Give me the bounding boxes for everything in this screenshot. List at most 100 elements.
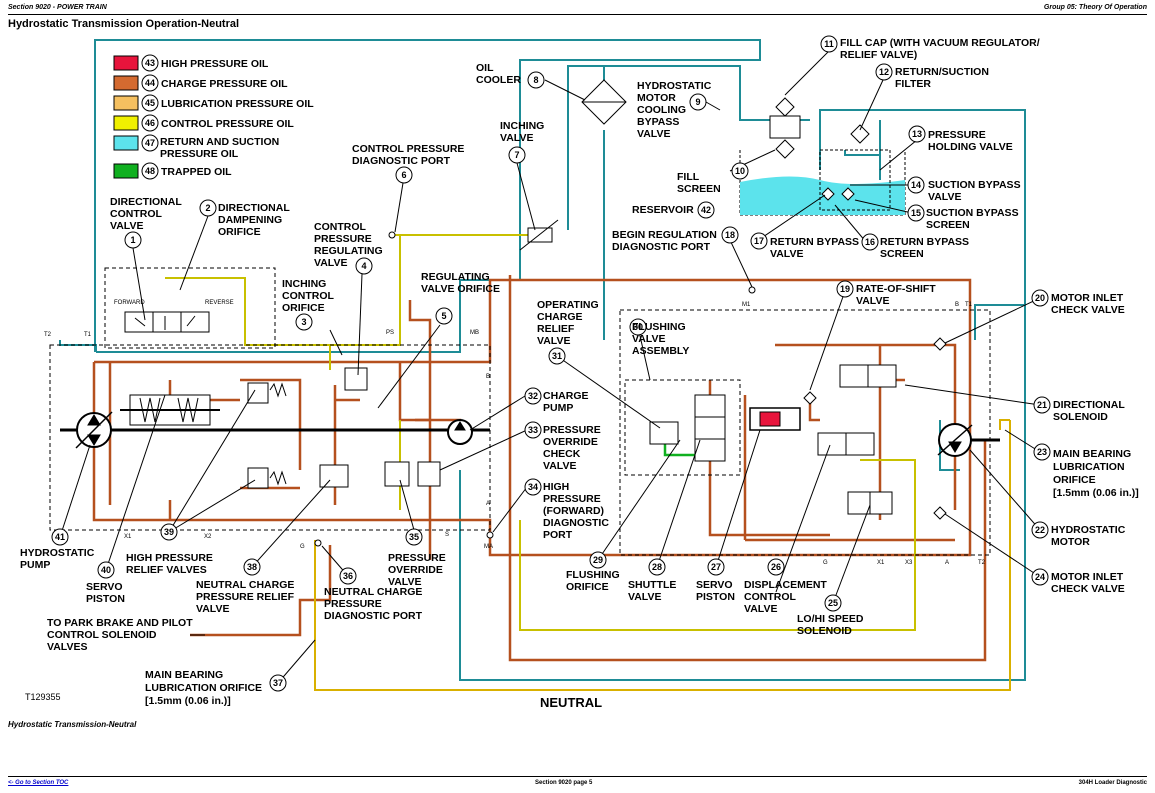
callout-number: 32	[528, 391, 538, 401]
port-motor-x1: X1	[877, 560, 885, 566]
callout-number: 2	[205, 203, 210, 213]
label-high-pressure-diagnostic-port: HIGH PRESSURE (FORWARD) DIAGNOSTIC PORT	[543, 481, 609, 541]
legend: 43 HIGH PRESSURE OIL 44 CHARGE PRESSURE …	[113, 54, 314, 180]
callout-number: 10	[735, 166, 745, 176]
callout-number: 3	[301, 317, 306, 327]
callout-circle-47	[141, 134, 159, 152]
label-inching-valve: INCHING VALVE	[500, 120, 545, 144]
label-return-suction-filter: RETURN/SUCTION FILTER	[895, 66, 989, 90]
page-number: Section 9020 page 5	[535, 780, 593, 786]
label-regulating-valve-orifice: REGULATING VALVE ORIFICE	[421, 271, 500, 295]
legend-label: LUBRICATION PRESSURE OIL	[161, 98, 314, 110]
label-rate-of-shift-valve: RATE-OF-SHIFT VALVE	[856, 283, 936, 307]
label-control-pressure-diagnostic-port: CONTROL PRESSURE DIAGNOSTIC PORT	[352, 143, 465, 167]
callout-number: 30	[633, 322, 643, 332]
label-neutral-charge-diagnostic-port: NEUTRAL CHARGE PRESSURE DIAGNOSTIC PORT	[324, 586, 423, 622]
label-control-pressure-regulating-valve: CONTROL PRESSURE REGULATING VALVE	[314, 221, 383, 269]
manual-name: 304H Loader Diagnostic	[1078, 780, 1147, 786]
callout-13: 13	[908, 125, 926, 143]
legend-swatch-charge	[113, 75, 139, 91]
legend-label: HIGH PRESSURE OIL	[161, 58, 269, 70]
callout-number: 40	[101, 565, 111, 575]
callout-23: 23	[1033, 443, 1051, 461]
inching-valve-symbol	[519, 219, 559, 251]
callout-26: 26	[767, 558, 785, 576]
legend-item-charge: 44 CHARGE PRESSURE OIL	[113, 74, 288, 92]
callout-number: 36	[343, 571, 353, 581]
callout-37: 37	[269, 674, 287, 692]
port-t1: T1	[84, 332, 92, 338]
label-servo-piston-27: SERVO PISTON	[696, 579, 735, 603]
callout-circle-45	[141, 94, 159, 112]
lo-hi-speed-solenoid-symbol	[847, 491, 893, 515]
label-neutral-charge-relief-valve: NEUTRAL CHARGE PRESSURE RELIEF VALVE	[196, 579, 295, 615]
callout-25: 25	[824, 594, 842, 612]
port-a: A	[486, 501, 490, 507]
label-servo-piston-40: SERVO PISTON	[86, 581, 125, 605]
motor-servo-piston-symbol	[749, 407, 801, 431]
callout-number: 43	[145, 58, 155, 68]
callout-number: 41	[55, 532, 65, 542]
callout-number: 5	[441, 311, 446, 321]
callout-number: 27	[711, 562, 721, 572]
port-t2: T2	[44, 332, 52, 338]
label-motor-inlet-check-valve-20: MOTOR INLET CHECK VALVE	[1051, 292, 1125, 316]
callout-number: 35	[409, 532, 419, 542]
label-motor-cooling-bypass-valve: HYDROSTATIC MOTOR COOLING BYPASS VALVE	[637, 80, 712, 140]
callout-circles: 1 2 3 4 5 6 7 8 9 10 11 12 13 14 15 16 1…	[51, 35, 1051, 692]
callout-number: 37	[273, 678, 283, 688]
dcv-housing	[104, 267, 276, 349]
callout-number: 17	[754, 236, 764, 246]
callout-number: 1	[130, 235, 135, 245]
callout-number: 12	[879, 67, 889, 77]
legend-label: TRAPPED OIL	[161, 166, 232, 178]
callout-number: 9	[695, 97, 700, 107]
label-motor-inlet-check-valve-24: MOTOR INLET CHECK VALVE	[1051, 571, 1125, 595]
callout-number: 38	[247, 562, 257, 572]
toc-link[interactable]: <- Go to Section TOC	[8, 780, 69, 786]
label-shuttle-valve: SHUTTLE VALVE	[628, 579, 677, 603]
callout-42: 42	[697, 201, 715, 219]
callout-11: 11	[820, 35, 838, 53]
callout-7: 7	[508, 146, 526, 164]
page-title: Hydrostatic Transmission Operation-Neutr…	[8, 18, 240, 30]
label-reservoir: RESERVOIR	[632, 204, 694, 216]
legend-swatch-high	[113, 55, 139, 71]
label-begin-regulation-diagnostic-port: BEGIN REGULATION DIAGNOSTIC PORT	[612, 229, 717, 253]
callout-15: 15	[907, 204, 925, 222]
section-header: Section 9020 - POWER TRAIN	[8, 4, 107, 11]
callout-40: 40	[97, 561, 115, 579]
label-hydrostatic-pump: HYDROSTATIC PUMP	[20, 547, 95, 571]
callout-number: 22	[1035, 525, 1045, 535]
callout-number: 14	[911, 180, 921, 190]
callout-28: 28	[648, 558, 666, 576]
callout-39: 39	[160, 523, 178, 541]
callout-number: 25	[828, 598, 838, 608]
displacement-control-valve-symbol	[817, 432, 875, 456]
legend-item-lubrication: 45 LUBRICATION PRESSURE OIL	[113, 94, 314, 112]
port-motor-x3: X3	[905, 560, 913, 566]
label-main-bearing-orifice-23-text: MAIN BEARING LUBRICATION ORIFICE	[1053, 448, 1132, 486]
callout-12: 12	[875, 63, 893, 81]
label-suction-bypass-screen: SUCTION BYPASS SCREEN	[926, 207, 1019, 231]
callout-circle-43	[141, 54, 159, 72]
directional-control-valve-symbol	[124, 311, 210, 333]
callout-number: 48	[145, 166, 155, 176]
port-motor-b: B	[955, 302, 959, 308]
callout-number: 19	[840, 284, 850, 294]
label-high-pressure-relief-valves: HIGH PRESSURE RELIEF VALVES	[126, 552, 213, 576]
motor-check-valves	[803, 337, 947, 520]
port-forward: FORWARD	[114, 300, 145, 306]
flushing-valve-symbol	[649, 394, 726, 462]
port-x1: X1	[124, 534, 132, 540]
figure-id: T129355	[25, 692, 61, 702]
callout-number: 16	[865, 237, 875, 247]
label-operating-charge-relief-valve: OPERATING CHARGE RELIEF VALVE	[537, 299, 599, 347]
callout-number: 7	[514, 150, 519, 160]
callout-35: 35	[405, 528, 423, 546]
relief-valves	[247, 367, 441, 489]
label-oil-cooler: OIL COOLER	[476, 62, 521, 86]
callout-16: 16	[861, 233, 879, 251]
reservoir	[739, 149, 906, 216]
label-main-bearing-orifice-37-text: MAIN BEARING LUBRICATION ORIFICE	[145, 669, 263, 694]
